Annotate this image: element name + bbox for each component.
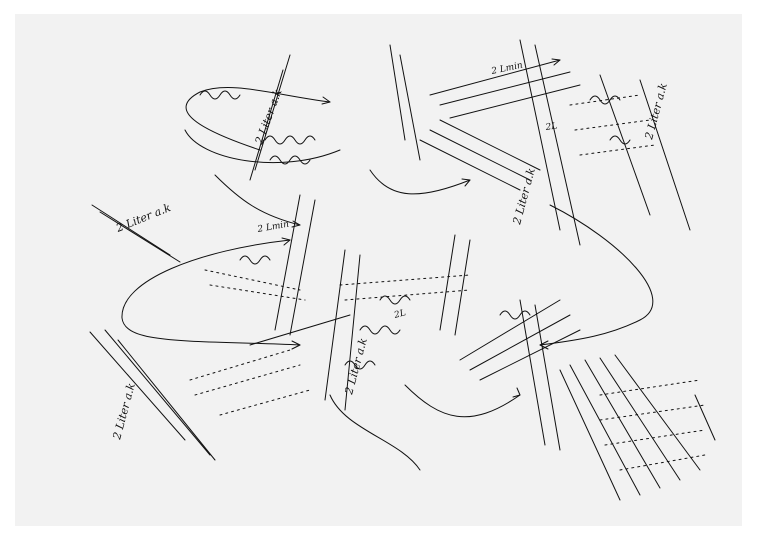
curve-center-swoop xyxy=(369,169,471,195)
tick-marks xyxy=(189,94,706,471)
inscription-top: 2 Liter a.k xyxy=(252,87,284,147)
curve-bottom-v xyxy=(404,384,521,418)
curve-mid-left xyxy=(214,174,301,226)
short-label-b: 2L xyxy=(392,308,407,321)
arrowheads xyxy=(281,58,561,398)
inscription-right: 2 Liter a.k xyxy=(642,81,670,141)
curve-top-arc xyxy=(184,129,341,164)
inscription-bottom-left: 2 Liter a.k xyxy=(110,381,138,441)
line-bundle-center xyxy=(249,119,541,411)
inscription-center: 2 Liter a.k xyxy=(342,336,370,396)
paper-sheet xyxy=(15,14,742,526)
flow-label-top: 2 Lmin xyxy=(490,61,524,78)
curve-bottom-left xyxy=(329,394,421,471)
curve-right-big xyxy=(539,204,654,346)
curve-left-loop xyxy=(121,239,301,346)
scribble-clusters xyxy=(199,90,631,370)
inscription-left: 2 Liter a.k xyxy=(113,201,173,235)
line-bundle-left xyxy=(89,44,421,461)
short-label-a: 2L xyxy=(544,121,558,133)
line-bundle-right xyxy=(429,39,716,501)
inscription-mid: 2 Liter a.k xyxy=(510,166,538,226)
curve-top-left xyxy=(185,87,331,151)
flow-label-left: 2 Lmin xyxy=(256,220,290,236)
